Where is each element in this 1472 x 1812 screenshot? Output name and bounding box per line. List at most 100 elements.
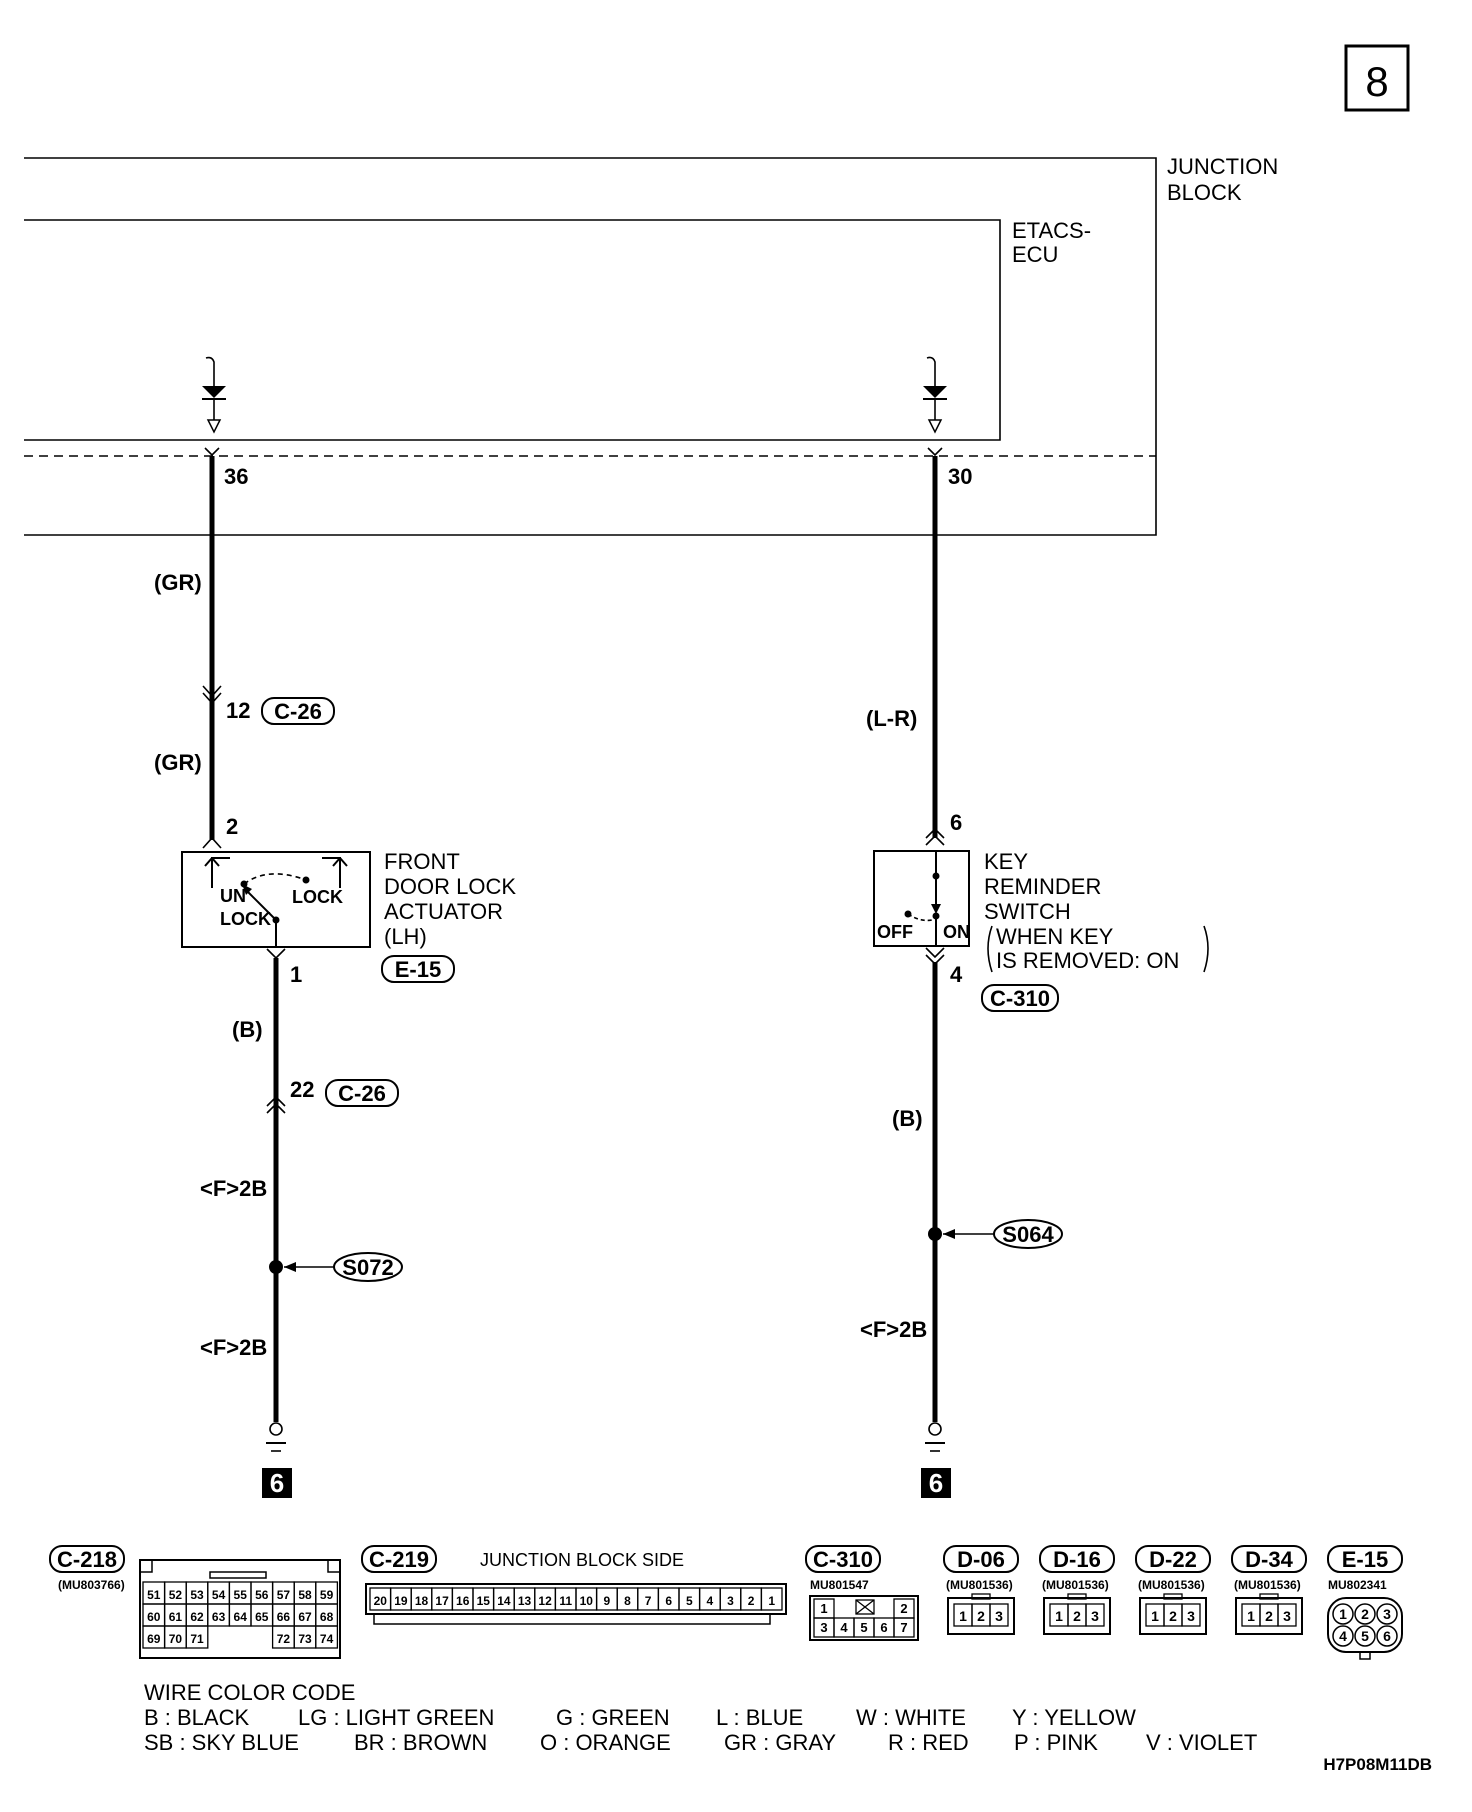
e15-pin-6-socket (1376, 1625, 1398, 1647)
e15-pin-5-socket (1354, 1625, 1376, 1647)
left-wire-color-gr-1: (GR) (154, 570, 202, 595)
e15-pin-3: 3 (1383, 1606, 1391, 1622)
d34-pin-3-cell (1277, 1603, 1297, 1627)
wcc-r2-4: R : RED (888, 1730, 969, 1755)
c218-pin-69: 69 (147, 1632, 161, 1646)
c218-pin-71-cell (185, 1625, 209, 1649)
d34-pin-2: 2 (1265, 1608, 1273, 1624)
switch-unlock-2: LOCK (220, 909, 271, 929)
d16-pin-1: 1 (1055, 1608, 1063, 1624)
right-wire-color-b: (B) (892, 1106, 923, 1131)
wcc-r1-4: W : WHITE (856, 1705, 966, 1730)
c219-pin-8: 8 (624, 1594, 631, 1608)
splice-s064-badge (993, 1219, 1063, 1249)
c219-pin-1: 1 (768, 1594, 775, 1608)
d22-badge (1135, 1545, 1211, 1573)
c218-pin-74-cell (315, 1625, 339, 1649)
switch-on: ON (943, 922, 970, 942)
c219-pin-7: 7 (645, 1594, 652, 1608)
d16-part: (MU801536) (1042, 1578, 1109, 1592)
c218-pin-74: 74 (320, 1632, 334, 1646)
e15-pin-1: 1 (1339, 1606, 1347, 1622)
d16-pin-3-cell (1085, 1603, 1105, 1627)
c218-pin-62: 62 (190, 1610, 204, 1624)
wire-color-code-title: WIRE COLOR CODE (144, 1680, 355, 1705)
d22-latch (1163, 1593, 1183, 1600)
d34-pin-3: 3 (1283, 1608, 1291, 1624)
c219-pin-2: 2 (748, 1594, 755, 1608)
e15-pin-4: 4 (1339, 1628, 1347, 1644)
etacs-ecu-label-2: ECU (1012, 242, 1058, 267)
c218-pin-71: 71 (190, 1632, 204, 1646)
page-number: 8 (1365, 58, 1388, 105)
switch-pin-4: 4 (950, 962, 963, 987)
e15-pin-5: 5 (1361, 1628, 1369, 1644)
c218-id: C-218 (57, 1547, 117, 1572)
c218-pin-57: 57 (277, 1588, 291, 1602)
d22-id: D-22 (1149, 1547, 1197, 1572)
c310-lock-cell (855, 1599, 875, 1615)
c218-pin-56: 56 (255, 1588, 269, 1602)
c218-pin-63: 63 (212, 1610, 226, 1624)
actuator-pin-1: 1 (290, 962, 302, 987)
left-connector-2-id: C-26 (338, 1081, 386, 1106)
c310-id: C-310 (813, 1547, 873, 1572)
c219-caption: JUNCTION BLOCK SIDE (480, 1550, 684, 1570)
e15-id: E-15 (1342, 1547, 1388, 1572)
junction-block-label-1: JUNCTION (1167, 154, 1278, 179)
right-ground-badge (921, 1468, 951, 1498)
e15-pin-2-socket (1354, 1603, 1376, 1625)
figure-code: H7P08M11DB (1323, 1755, 1432, 1774)
d06-housing (947, 1597, 1015, 1635)
switch-connector-id: C-310 (990, 986, 1050, 1011)
d34-part: (MU801536) (1234, 1578, 1301, 1592)
switch-name-2: REMINDER (984, 874, 1101, 899)
e15-pin-4-socket (1332, 1625, 1354, 1647)
c218-pin-66: 66 (277, 1610, 291, 1624)
d34-pin-1: 1 (1247, 1608, 1255, 1624)
d16-pin-3: 3 (1091, 1608, 1099, 1624)
splice-s072-dot (269, 1260, 283, 1274)
d22-pin-3-cell (1181, 1603, 1201, 1627)
wcc-r2-5: P : PINK (1014, 1730, 1098, 1755)
right-pin-30: 30 (948, 464, 972, 489)
c218-pin-52: 52 (169, 1588, 183, 1602)
d06-pin-2: 2 (977, 1608, 985, 1624)
left-connector-1-badge (261, 697, 335, 725)
switch-pin-6: 6 (950, 810, 962, 835)
wcc-r1-5: Y : YELLOW (1012, 1705, 1136, 1730)
c310-lock-mark (855, 1599, 875, 1615)
wcc-r1-3: L : BLUE (716, 1705, 803, 1730)
d06-pin-1: 1 (959, 1608, 967, 1624)
actuator-pin-2: 2 (226, 814, 238, 839)
d34-id: D-34 (1245, 1547, 1293, 1572)
d22-pin-1: 1 (1151, 1608, 1159, 1624)
splice-s064-dot (928, 1227, 942, 1241)
left-connector-1-pin: 12 (226, 698, 250, 723)
c219-pin-4: 4 (707, 1594, 714, 1608)
switch-off: OFF (877, 922, 913, 942)
d34-badge (1231, 1545, 1307, 1573)
actuator-name-2: DOOR LOCK (384, 874, 516, 899)
key-reminder-switch-box (873, 850, 970, 947)
c218-pin-67: 67 (298, 1610, 312, 1624)
ecu-diode-left (202, 356, 226, 434)
left-wire-color-b: (B) (232, 1017, 263, 1042)
c219-pin-13: 13 (518, 1594, 532, 1608)
page-number-box (1344, 44, 1410, 112)
switch-unlock-1: UN (220, 886, 246, 906)
wcc-r2-1: BR : BROWN (354, 1730, 487, 1755)
switch-name-5: IS REMOVED: ON (996, 948, 1179, 973)
c219-pin-10: 10 (580, 1594, 594, 1608)
actuator-connector-badge (381, 955, 455, 983)
right-circuit: 30 (L-R) 6 OFF ON KEY REMINDER SWITCH WH… (860, 447, 1209, 1498)
c218-pin-70: 70 (169, 1632, 183, 1646)
d06-part: (MU801536) (946, 1578, 1013, 1592)
actuator-name-4: (LH) (384, 924, 427, 949)
c218-pin-54: 54 (212, 1588, 226, 1602)
left-circuit: 36 (GR) 12 C-26 (GR) 2 UN LOCK LOCK FRON… (154, 447, 516, 1498)
